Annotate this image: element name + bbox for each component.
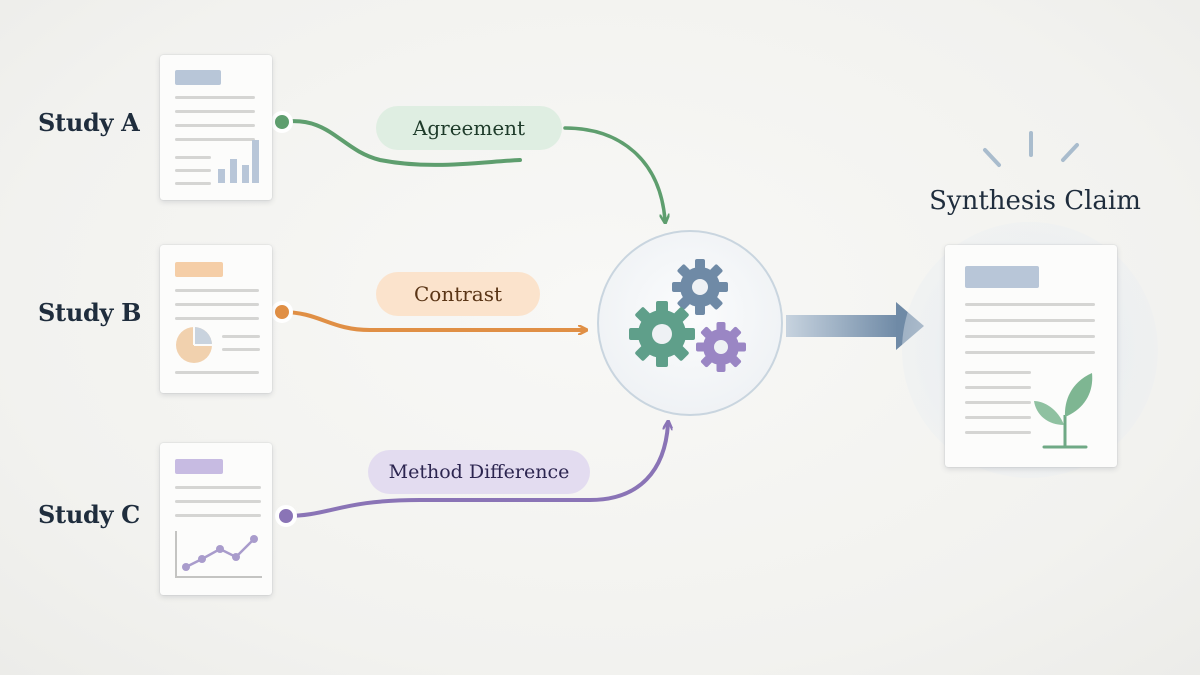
pie-chart-icon [176,327,212,363]
connector-method [284,424,668,518]
agreement-label: Agreement [376,106,562,150]
synthesis-claim-title: Synthesis Claim [929,186,1141,216]
synthesis-hub [597,230,783,416]
connector-agreement-arrow [563,126,665,220]
anchor-dot-c [275,505,297,527]
gears-icon [629,259,746,372]
synthesis-claim-document [945,245,1117,467]
connector-contrast [280,310,584,330]
bar-chart-icon [218,140,259,183]
contrast-label: Contrast [376,272,540,316]
study-a-label: Study A [38,108,140,137]
study-b-document [160,245,272,393]
anchor-dot-a [271,111,293,133]
study-c-label: Study C [38,500,140,529]
method-difference-label: Method Difference [368,450,590,494]
study-c-document [160,443,272,595]
anchor-dot-b [271,301,293,323]
sprout-icon [1034,373,1093,449]
idea-rays-icon [983,131,1079,167]
study-a-document [160,55,272,200]
study-b-label: Study B [38,298,142,327]
line-chart-icon [175,531,262,578]
connector-agreement [280,119,522,167]
